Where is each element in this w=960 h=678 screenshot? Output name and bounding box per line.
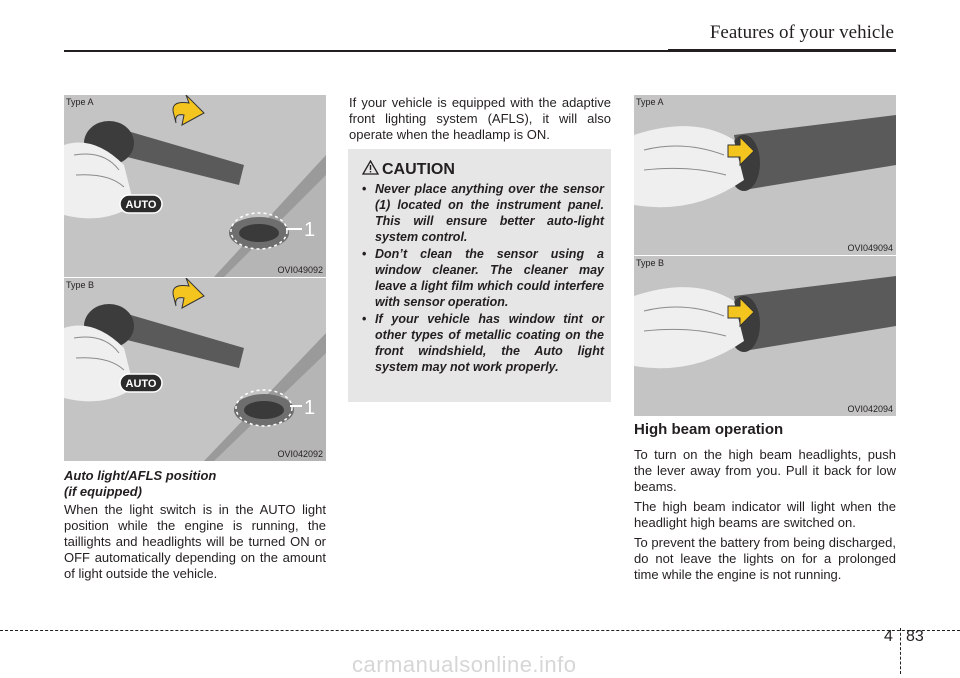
- figure-auto-light-type-b: Type B 1 AUTO OVI042092: [64, 278, 326, 461]
- caution-box: CAUTION Never place anything over the se…: [348, 149, 611, 402]
- figure-high-beam-type-a: Type A OVI049094: [634, 95, 896, 255]
- page-header-title: Features of your vehicle: [709, 22, 894, 43]
- warning-triangle-icon: [362, 160, 379, 175]
- auto-light-illustration: 1 AUTO: [64, 278, 326, 461]
- figure-code: OVI042092: [277, 449, 323, 459]
- figure-code: OVI049092: [277, 265, 323, 275]
- figure-code: OVI049094: [847, 243, 893, 253]
- figure-type-label: Type A: [66, 97, 94, 107]
- high-beam-section-title: High beam operation: [634, 421, 784, 438]
- caution-title: CAUTION: [382, 161, 455, 178]
- figure-type-label: Type A: [636, 97, 664, 107]
- caution-item: If your vehicle has window tint or other…: [358, 311, 604, 375]
- callout-1: 1: [304, 397, 315, 419]
- high-beam-illustration: [634, 95, 896, 255]
- high-beam-paragraph: To turn on the high beam headlights, pus…: [634, 447, 896, 494]
- chapter-number: 4: [884, 628, 893, 645]
- figure-type-label: Type B: [66, 280, 95, 290]
- figure-auto-light-type-a: Type A 1 AUTO OVI049092: [64, 95, 326, 277]
- figure-code: OVI042094: [847, 404, 893, 414]
- auto-badge: AUTO: [126, 378, 157, 390]
- high-beam-paragraph: The high beam indicator will light when …: [634, 499, 896, 530]
- callout-1: 1: [304, 219, 315, 241]
- afls-paragraph: If your vehicle is equipped with the ada…: [349, 95, 611, 142]
- page-number-divider: [900, 628, 901, 674]
- auto-light-subhead: Auto light/AFLS position (if equipped): [64, 468, 217, 499]
- figure-type-label: Type B: [636, 258, 665, 268]
- watermark: carmanualsonline.info: [352, 652, 577, 677]
- high-beam-illustration: [634, 256, 896, 416]
- page-number: 83: [906, 628, 924, 645]
- high-beam-paragraphs: To turn on the high beam headlights, pus…: [634, 447, 896, 583]
- caution-item: Never place anything over the sensor (1)…: [358, 181, 604, 245]
- high-beam-paragraph: To prevent the battery from being discha…: [634, 535, 896, 582]
- auto-light-illustration: 1 AUTO: [64, 95, 326, 277]
- figure-high-beam-type-b: Type B OVI042094: [634, 256, 896, 416]
- auto-light-paragraph: When the light switch is in the AUTO lig…: [64, 502, 326, 581]
- header-rule: [64, 49, 896, 52]
- caution-item: Don’t clean the sensor using a window cl…: [358, 246, 604, 310]
- auto-badge: AUTO: [126, 199, 157, 211]
- footer-rule: [0, 630, 960, 631]
- caution-list: Never place anything over the sensor (1)…: [358, 181, 604, 376]
